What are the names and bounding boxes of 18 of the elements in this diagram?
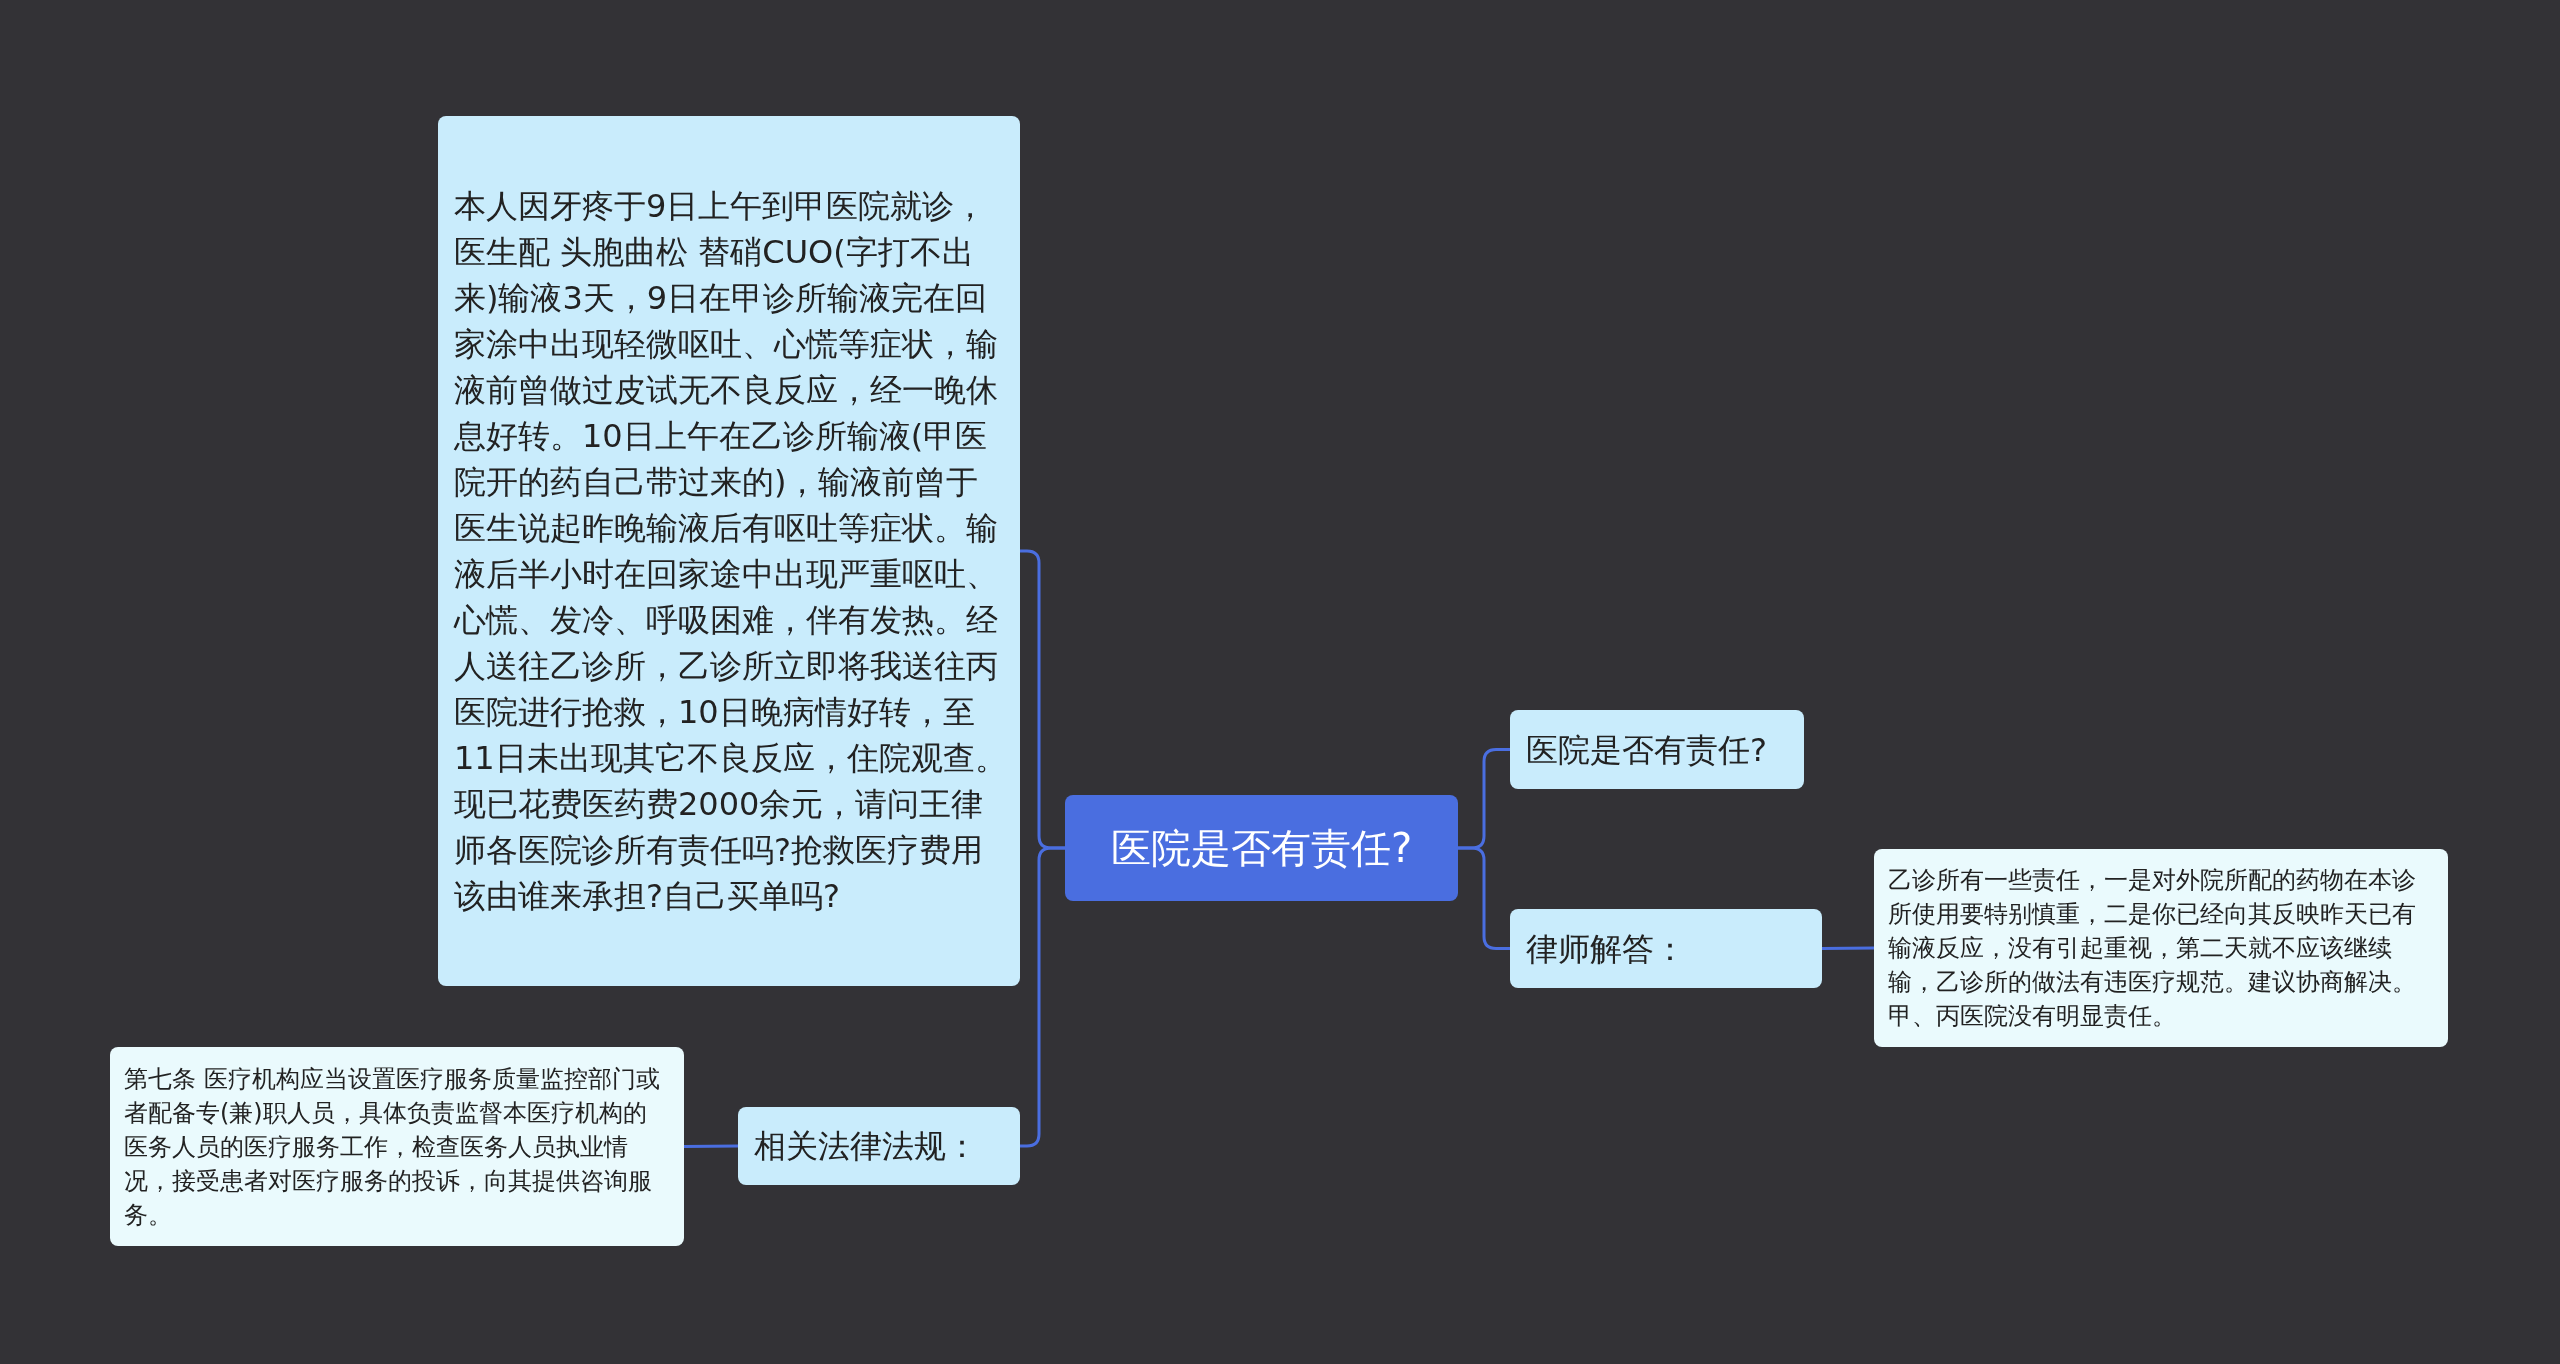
connector-line (1822, 946, 1874, 950)
note-box (1874, 849, 2448, 1047)
topic-box (738, 1107, 1020, 1185)
note-text: 第七条 医疗机构应当设置医疗服务质量监控部门或者配备专(兼)职人员，具体负责监督本医疗机构的医务人员的医疗服务工作，检查医务人员执业情况，接受患者对医疗服务的投诉，向其提供咨询服务。 (124, 1063, 661, 1231)
note-text: 乙诊所有一些责任，一是对外院所配的药物在本诊所使用要特别慎重，二是你已经向其反映昨天已有输液反应，没有引起重视，第二天就不应该继续输，乙诊所的做法有违医疗规范。建议协商解决。甲、丙医院没有明显责任。 (1888, 865, 2417, 1032)
central-topic-box (1065, 795, 1458, 901)
topic-box (1510, 909, 1822, 988)
topic-box (438, 116, 1020, 986)
topic-text: 本人因牙疼于9日上午到甲医院就诊，医生配 头胞曲松 替硝CUO(字打不出来)输液3天，9日在甲诊所输液完在回家涂中出现轻微呕吐、心慌等症状，输液前曾做过皮试无不良反应，经一晚休息好转。10日上午在乙诊所输液(甲医院开的药自己带过来的)，输液前曾于医生说起昨晚输液后有呕吐等症状。输液后半小时在回家途中出现严重呕吐、心慌、发冷、呼吸困难，伴有发热。经人送往乙诊所，乙诊所立即将我送往丙医院进行抢救，10日晚病情好转，至11日未出现其它不良反应，住院观查。现已花费医药费2000余元，请问王律师各医院诊所有责任吗?抢救医疗费用该由谁来承担?自己买单吗? (454, 186, 1008, 917)
connector-line (1020, 846, 1065, 1148)
topic-text: 律师解答： (1526, 928, 1686, 970)
connector-line (684, 1144, 738, 1148)
topic-text: 医院是否有责任? (1526, 729, 1767, 771)
central-topic-text: 医院是否有责任? (1110, 824, 1413, 873)
topic-text: 相关法律法规： (754, 1126, 978, 1167)
note-box (110, 1047, 684, 1246)
connector-line (1458, 846, 1510, 950)
topic-box (1510, 710, 1804, 789)
